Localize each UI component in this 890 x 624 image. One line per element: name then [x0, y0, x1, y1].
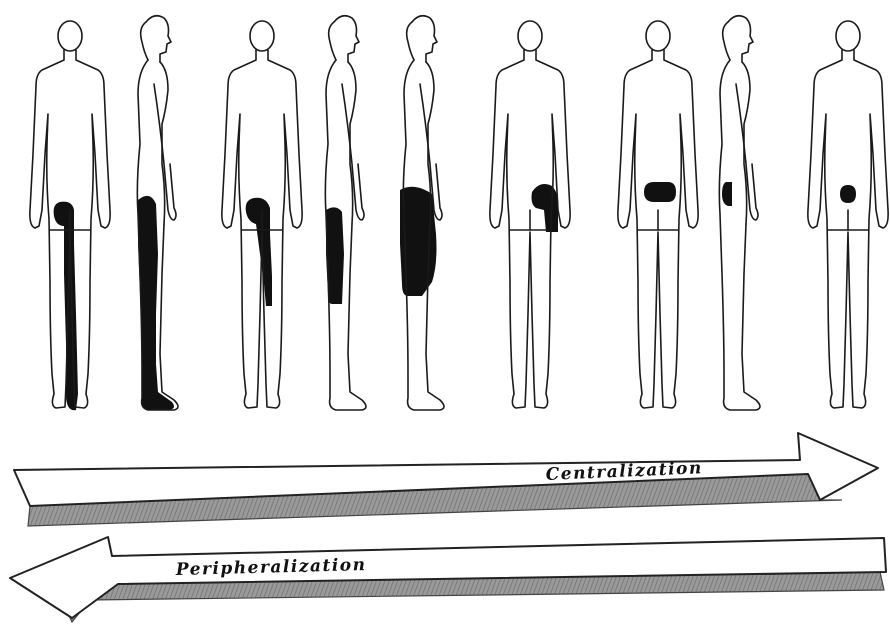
body-figure-back-6	[490, 21, 570, 408]
pain-region	[840, 185, 856, 203]
body-figure-side-2	[137, 16, 178, 410]
body-outline	[719, 16, 760, 410]
body-outline	[808, 21, 888, 408]
body-outline	[222, 21, 302, 408]
centralization-arrow: Centralization	[14, 433, 878, 526]
pain-region	[532, 184, 559, 232]
body-figure-side-8	[719, 16, 760, 410]
body-figure-back-9	[808, 21, 888, 408]
peripheralization-arrow: Peripheralization	[10, 537, 886, 622]
body-figure-side-5	[400, 16, 444, 410]
body-outline	[618, 21, 698, 408]
pain-region	[644, 182, 676, 202]
body-figure-back-1	[30, 21, 110, 410]
body-outline	[490, 21, 570, 408]
pain-region	[246, 198, 272, 306]
pain-region	[138, 196, 174, 410]
pain-region	[722, 182, 732, 206]
body-figure-back-3	[222, 21, 302, 408]
body-figure-back-7	[618, 21, 698, 408]
body-figure-side-4	[325, 16, 366, 410]
figures-group	[30, 16, 888, 410]
